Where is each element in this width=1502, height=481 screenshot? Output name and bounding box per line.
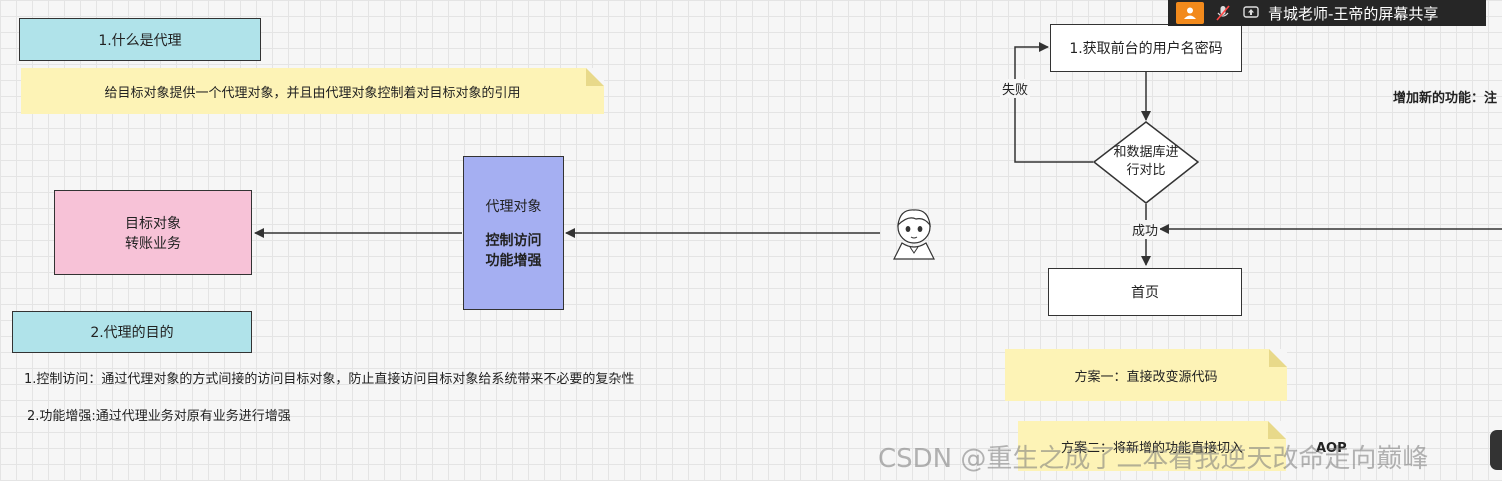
decision-diamond [1092, 121, 1200, 204]
decision-line-1: 和数据库进 [1113, 145, 1179, 160]
screen-share-title: 青城老师-王帝的屏幕共享 [1268, 4, 1439, 23]
side-handle[interactable] [1490, 430, 1502, 470]
plan-two-text: 方案二：将新增的功能直接切入 [1060, 440, 1243, 456]
get-credentials-box: 1.获取前台的用户名密码 [1050, 24, 1242, 72]
proxy-object-title: 代理对象 [485, 199, 542, 215]
decision-label: 和数据库进 行对比 [1094, 140, 1198, 184]
fail-label: 失败 [1000, 79, 1031, 98]
enhance-label: 功能增强 [485, 253, 542, 269]
plan-one-text: 方案一：直接改变源代码 [1074, 369, 1218, 385]
what-is-proxy-label: 1.什么是代理 [98, 32, 182, 49]
transfer-business-label: 转账业务 [125, 235, 181, 252]
target-object-label: 目标对象 [125, 215, 181, 232]
mic-off-icon[interactable] [1212, 5, 1234, 21]
purpose-enhancement-text: 2.功能增强:通过代理业务对原有业务进行增强 [27, 409, 291, 424]
screen-share-icon[interactable] [1240, 6, 1262, 20]
what-is-proxy-box: 1.什么是代理 [19, 18, 261, 61]
definition-text: 给目标对象提供一个代理对象，并且由代理对象控制着对目标对象的引用 [104, 85, 521, 101]
proxy-purpose-label: 2.代理的目的 [90, 325, 174, 341]
screen-share-bar[interactable]: 青城老师-王帝的屏幕共享 [1168, 0, 1486, 26]
aop-label: AOP [1316, 441, 1347, 456]
decision-line-2: 行对比 [1126, 163, 1166, 178]
watermark-text: CSDN @重生之成了二本看我逆天改命走向巅峰 [878, 444, 1429, 474]
user-avatar-icon [893, 209, 935, 260]
definition-note: 给目标对象提供一个代理对象，并且由代理对象控制着对目标对象的引用 [21, 68, 604, 114]
home-page-label: 首页 [1131, 285, 1159, 301]
arrow-fail-loop [1014, 42, 1093, 163]
purpose-control-access-text: 1.控制访问：通过代理对象的方式间接的访问目标对象，防止直接访问目标对象给系统带… [24, 372, 635, 387]
plan-one-note: 方案一：直接改变源代码 [1005, 349, 1287, 401]
success-label: 成功 [1130, 220, 1161, 239]
control-access-label: 控制访问 [485, 233, 542, 249]
person-icon[interactable] [1176, 2, 1204, 24]
proxy-object-box: 代理对象 控制访问 功能增强 [463, 156, 564, 310]
plan-two-note: 方案二：将新增的功能直接切入 [1018, 421, 1286, 471]
target-object-box: 目标对象 转账业务 [54, 190, 252, 275]
proxy-purpose-box: 2.代理的目的 [12, 311, 252, 353]
new-feature-label: 增加新的功能：注 [1393, 91, 1498, 106]
home-page-box: 首页 [1048, 268, 1242, 316]
get-credentials-label: 1.获取前台的用户名密码 [1069, 41, 1223, 57]
